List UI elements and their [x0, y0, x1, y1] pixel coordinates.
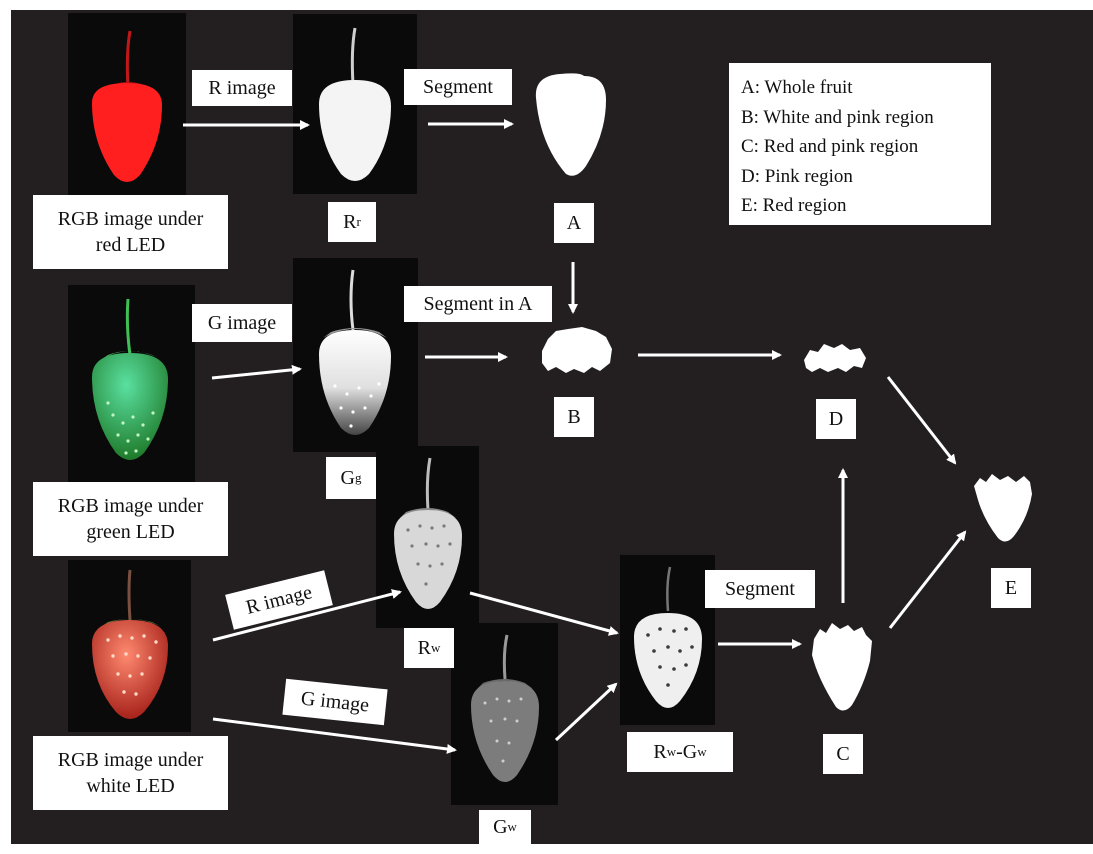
label-b: B	[554, 397, 594, 437]
arrow-rw-to-diff	[470, 593, 617, 633]
arrow-white-to-gw	[213, 719, 455, 750]
legend-item-b: B: White and pink region	[741, 103, 991, 133]
arrow-d-to-e	[888, 377, 955, 463]
legend-box: A: Whole fruit B: White and pink region …	[729, 63, 991, 225]
legend-item-a: A: Whole fruit	[741, 73, 991, 103]
legend-item-c: C: Red and pink region	[741, 132, 991, 162]
label-a: A	[554, 203, 594, 243]
label-c: C	[823, 734, 863, 774]
legend-item-d: D: Pink region	[741, 162, 991, 192]
arrow-gw-to-diff	[556, 684, 616, 740]
label-rw: Rw	[404, 628, 454, 668]
edge-label-r-image-top: R image	[192, 70, 292, 106]
edge-label-segment-bottom: Segment	[705, 570, 815, 608]
source-label-green: RGB image under green LED	[33, 482, 228, 556]
source-label-red: RGB image under red LED	[33, 195, 228, 269]
legend-item-e: E: Red region	[741, 191, 991, 221]
arrow-c-to-e	[890, 532, 965, 628]
edge-label-g-image-mid: G image	[192, 304, 292, 342]
source-label-white: RGB image under white LED	[33, 736, 228, 810]
label-gw: Gw	[479, 810, 531, 844]
label-gg: Gg	[326, 457, 376, 499]
label-rr: Rr	[328, 202, 376, 242]
edge-label-segment-in-a: Segment in A	[404, 286, 552, 322]
label-d: D	[816, 399, 856, 439]
label-rw-gw: Rw-Gw	[627, 732, 733, 772]
edge-label-segment-top: Segment	[404, 69, 512, 105]
arrow-green-to-gg	[212, 369, 300, 378]
label-e: E	[991, 568, 1031, 608]
